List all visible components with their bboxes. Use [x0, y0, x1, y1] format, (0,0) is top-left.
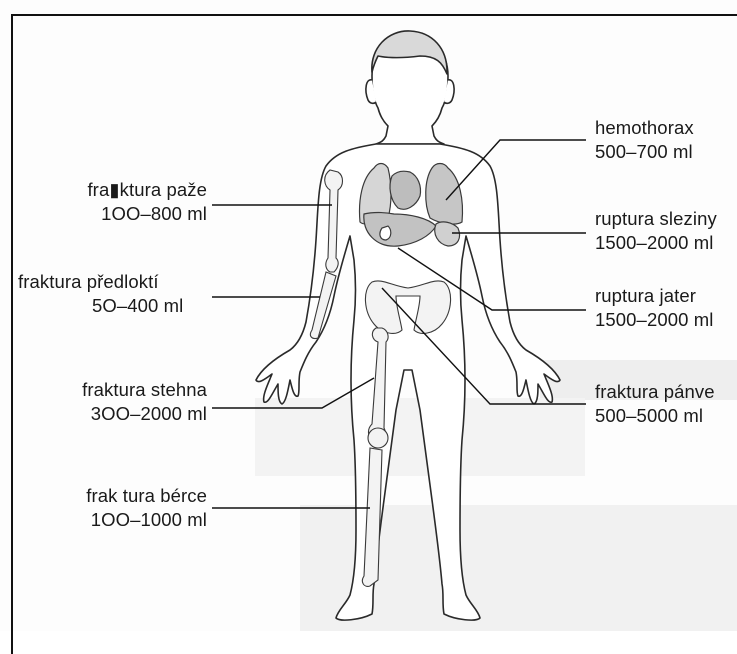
liver-highlight — [380, 226, 391, 240]
heart — [390, 171, 421, 209]
label-fracture-shin: frak tura bérce 1OO–1000 ml — [86, 484, 207, 532]
label-fracture-femur-volume: 3OO–2000 ml — [82, 402, 207, 426]
organs — [360, 164, 463, 247]
label-liver-rupture-name: ruptura jater — [595, 284, 713, 308]
label-fracture-forearm-volume: 5O–400 ml — [18, 294, 183, 318]
label-fracture-forearm-name: fraktura předloktí — [18, 270, 183, 294]
label-pelvis-fracture: fraktura pánve 500–5000 ml — [595, 380, 715, 428]
label-pelvis-fracture-name: fraktura pánve — [595, 380, 715, 404]
label-fracture-femur: fraktura stehna 3OO–2000 ml — [82, 378, 207, 426]
label-fracture-arm-name: fra▮ktura paže — [87, 178, 207, 202]
label-fracture-arm: fra▮ktura paže 1OO–800 ml — [87, 178, 207, 226]
label-pelvis-fracture-volume: 500–5000 ml — [595, 404, 715, 428]
label-hemothorax-name: hemothorax — [595, 116, 694, 140]
label-spleen-rupture-volume: 1500–2000 ml — [595, 231, 717, 255]
label-spleen-rupture-name: ruptura sleziny — [595, 207, 717, 231]
label-fracture-shin-name: frak tura bérce — [86, 484, 207, 508]
label-hemothorax-volume: 500–700 ml — [595, 140, 694, 164]
label-fracture-forearm: fraktura předloktí 5O–400 ml — [18, 270, 183, 318]
label-hemothorax: hemothorax 500–700 ml — [595, 116, 694, 164]
knee — [368, 428, 388, 448]
label-fracture-arm-volume: 1OO–800 ml — [87, 202, 207, 226]
figure-page: fra▮ktura paže 1OO–800 ml fraktura předl… — [0, 0, 737, 631]
label-fracture-shin-volume: 1OO–1000 ml — [86, 508, 207, 532]
label-liver-rupture-volume: 1500–2000 ml — [595, 308, 713, 332]
label-fracture-femur-name: fraktura stehna — [82, 378, 207, 402]
label-spleen-rupture: ruptura sleziny 1500–2000 ml — [595, 207, 717, 255]
label-liver-rupture: ruptura jater 1500–2000 ml — [595, 284, 713, 332]
